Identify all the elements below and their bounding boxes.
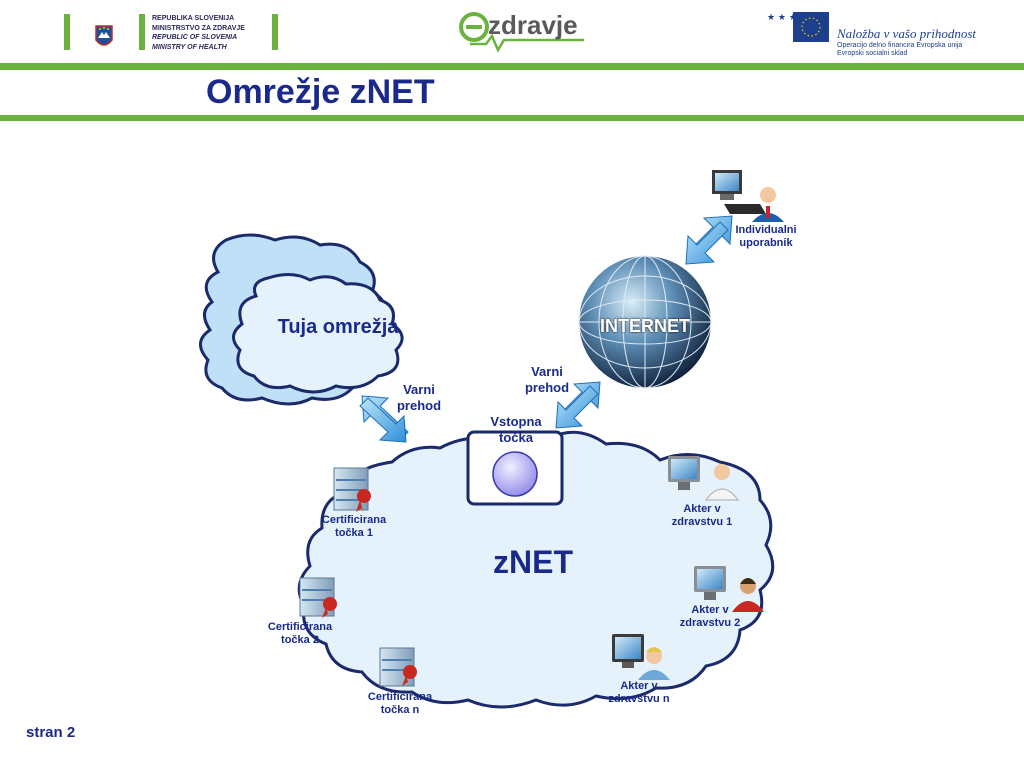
gateway-left-line-1: Varni <box>403 382 435 397</box>
computer-icon <box>694 566 764 612</box>
individual-user-line-2: uporabnik <box>739 237 793 249</box>
server-icon <box>333 467 371 514</box>
actor-n-line-1: Akter v <box>620 680 658 692</box>
entry-point-line-1: Vstopna <box>490 414 542 429</box>
globe-icon <box>578 255 712 389</box>
header-rule-top <box>0 63 1024 70</box>
entry-point-icon <box>492 451 538 497</box>
header-rule-bottom <box>0 115 1024 121</box>
double-arrow-icon <box>555 381 601 429</box>
internet-label: INTERNET <box>600 316 690 336</box>
eu-subtitle-2: Evropski socialni sklad <box>837 50 908 57</box>
logo-divider-right <box>272 14 278 50</box>
cert-point-1-line-2: točka 1 <box>335 527 373 539</box>
ministry-line-3: REPUBLIC OF SLOVENIA <box>152 34 238 41</box>
cert-point-2-line-2: točka 2 <box>281 634 319 646</box>
double-arrow-icon <box>685 215 733 265</box>
gateway-right-line-2: prehod <box>524 380 570 395</box>
cert-point-2-line-1: Certificirana <box>267 621 333 633</box>
individual-user-line-1: Individualni <box>735 224 797 236</box>
gateway-right-line-1: Varni <box>531 364 563 379</box>
eu-slogan: Naložba v vašo prihodnost <box>837 26 977 41</box>
actor-1-line-1: Akter v <box>683 503 721 515</box>
page-number: stran 2 <box>26 724 76 741</box>
eu-subtitle-1: Operacijo delno financira Evropska unija <box>837 42 963 49</box>
actor-n-label: Akter v zdravstvu n <box>596 680 682 706</box>
actor-2-label: Akter v zdravstvu 2 <box>668 604 752 630</box>
ministry-line-4: MINISTRY OF HEALTH <box>152 43 227 51</box>
computer-icon <box>668 456 739 501</box>
actor-1-line-2: zdravstvu 1 <box>671 516 733 528</box>
ministry-line-2: MINISTRSTVO ZA ZDRAVJE <box>152 24 245 32</box>
ministry-line-1: REPUBLIKA SLOVENIJA <box>152 15 235 22</box>
cert-point-2-label: Certificirana točka 2 <box>254 621 346 647</box>
foreign-networks-label: Tuja omrežja <box>277 316 399 338</box>
individual-user-label: Individualni uporabnik <box>724 224 808 250</box>
ministry-name: REPUBLIKA SLOVENIJA MINISTRSTVO ZA ZDRAV… <box>152 14 245 52</box>
ezdravje-text: zdravje <box>488 10 578 40</box>
actor-1-label: Akter v zdravstvu 1 <box>660 503 744 529</box>
cert-point-n-line-2: točka n <box>380 704 420 716</box>
computer-icon <box>612 634 670 680</box>
individual-user-icon <box>712 170 784 222</box>
logo-divider-mid <box>139 14 145 50</box>
entry-point-label: Vstopna točka <box>478 414 554 446</box>
actor-2-line-1: Akter v <box>691 604 729 616</box>
actor-2-line-2: zdravstvu 2 <box>679 617 741 629</box>
gateway-right-label: Varni prehod <box>512 364 582 396</box>
server-icon <box>299 577 337 620</box>
cert-point-1-label: Certificirana točka 1 <box>308 514 400 540</box>
gateway-left-line-2: prehod <box>396 398 442 413</box>
foreign-networks-cloud <box>199 233 404 406</box>
znet-label: zNET <box>493 544 573 580</box>
server-icon <box>379 647 417 688</box>
gateway-left-label: Varni prehod <box>384 382 454 414</box>
double-arrow-icon <box>359 395 409 443</box>
entry-point-line-2: točka <box>499 430 533 445</box>
cert-point-n-label: Certificirana točka n <box>354 691 446 717</box>
logo-divider-left <box>64 14 70 50</box>
page-title: Omrežje zNET <box>206 73 435 111</box>
cert-point-n-line-1: Certificirana <box>367 691 433 703</box>
cert-point-1-line-1: Certificirana <box>321 514 387 526</box>
actor-n-line-2: zdravstvu n <box>608 693 670 705</box>
